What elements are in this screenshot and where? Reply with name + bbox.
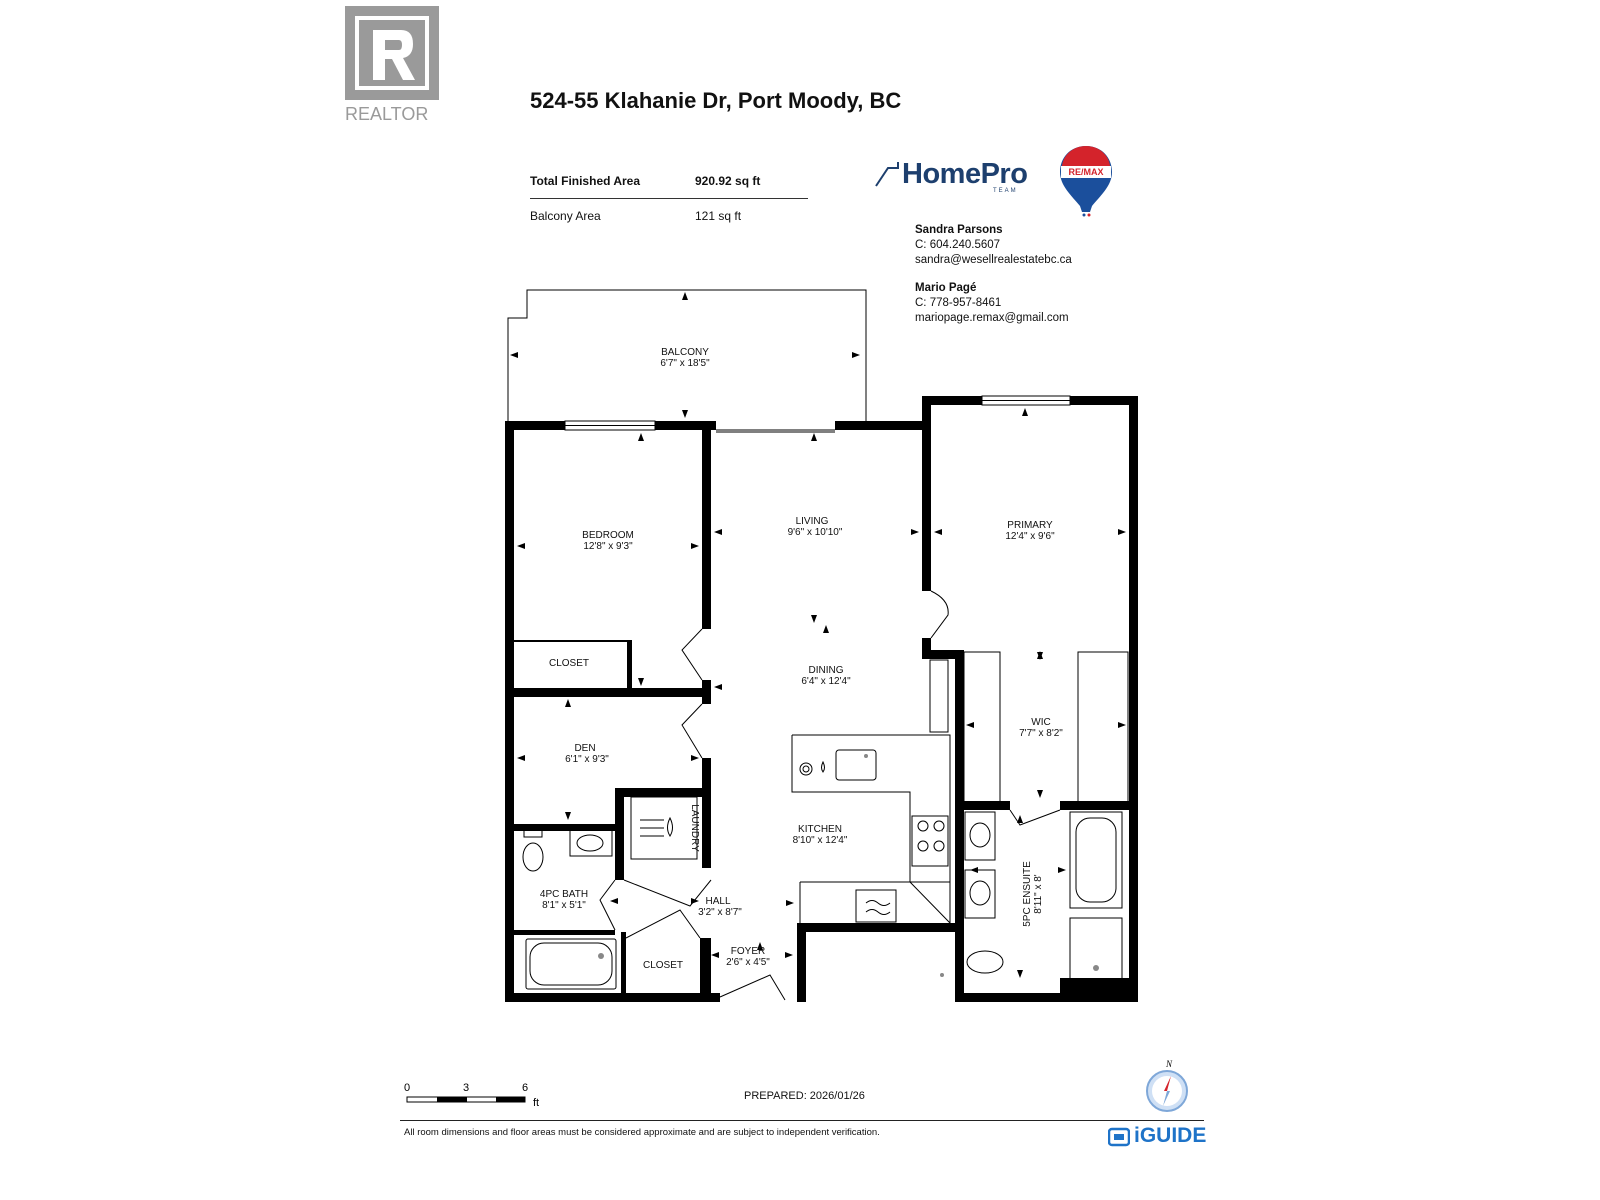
bathtub-icon [1075,817,1117,903]
agent-email[interactable]: sandra@wesellrealestatebc.ca [915,254,1072,266]
area-row: Total Finished Area 920.92 sq ft [530,170,808,199]
iguide-logo: iGUIDE [1108,1124,1208,1149]
room-label-wic: WIC [1031,717,1050,728]
room-dims-living: 9'6" x 10'10" [788,527,843,538]
room-label-den: DEN [574,743,595,754]
windows [564,395,1071,431]
homepro-name: HomePro [902,158,1028,190]
washer-icon [667,816,673,837]
shower-drain-icon [1093,965,1099,971]
agent-phone[interactable]: C: 604.240.5607 [915,239,1001,251]
room-label-5pc-ensuite: 5PC ENSUITE [1022,861,1033,927]
room-label-laundry: LAUNDRY [689,804,700,852]
room-dims-balcony: 6'7" x 18'5" [660,358,710,369]
room-label-kitchen: KITCHEN [798,824,842,835]
ensuite-sink-icon [969,822,991,848]
realtor-logo: REALTOR [345,6,439,124]
compass-icon: N [1142,1058,1192,1114]
room-dims-foyer: 2'6" x 4'5" [726,957,770,968]
tub-drain-icon [598,953,604,959]
agent-name: Sandra Parsons [915,224,1003,236]
scale-tick: 0 [404,1082,410,1094]
footer-divider [400,1120,1204,1121]
room-dims-primary: 12'4" x 9'6" [1005,531,1055,542]
scale-unit: ft [533,1097,539,1109]
agent-email[interactable]: mariopage.remax@gmail.com [915,312,1069,324]
fixtures-outlines [525,651,1129,990]
agent-name: Mario Pagé [915,282,977,294]
remax-text: RE/MAX [1068,167,1103,177]
remax-logo: RE/MAX [1058,144,1114,218]
agent-card: Sandra Parsons C: 604.240.5607 sandra@we… [915,223,1072,268]
area-table: Total Finished Area 920.92 sq ft Balcony… [530,170,808,227]
door-swings [599,590,1061,1001]
room-label-bedroom: BEDROOM [582,530,634,541]
toilet-icon [966,950,1004,974]
balcony-outline [507,289,867,424]
iguide-mark-icon [1108,1127,1130,1147]
room-label-living: LIVING [796,516,829,527]
homepro-logo: HomePro TEAM [874,156,1044,196]
disclaimer-text: All room dimensions and floor areas must… [404,1127,880,1138]
oven-icon [865,900,891,915]
water-drop-icon [821,760,825,773]
room-label-foyer: FOYER [731,946,765,957]
homepro-roof-icon [875,162,899,187]
room-dims-dining: 6'4" x 12'4" [801,676,851,687]
iguide-text: iGUIDE [1134,1124,1207,1147]
dryer-icon [640,819,664,837]
room-label-dining: DINING [809,665,844,676]
appliance-icons [522,749,1117,986]
kitchen-sink-icon [835,749,877,781]
bath-sink-icon [576,834,604,852]
room-label-4pc-bath: 4PC BATH [540,889,588,900]
room-dims-bedroom: 12'8" x 9'3" [583,541,633,552]
area-label: Total Finished Area [530,174,641,188]
scale-tick: 6 [522,1082,528,1094]
room-label-hall: HALL [705,896,730,907]
area-row: Balcony Area 121 sq ft [530,199,808,227]
prepared-date: PREPARED: 2026/01/26 [744,1090,865,1102]
room-label-primary: PRIMARY [1007,520,1053,531]
room-dims-kitchen: 8'10" x 12'4" [793,835,848,846]
area-value: 121 sq ft [695,209,742,223]
room-label-closet: CLOSET [643,960,683,971]
room-dims-wic: 7'7" x 8'2" [1019,728,1063,739]
scale-tick: 3 [463,1082,469,1094]
agent-card: Mario Pagé C: 778-957-8461 mariopage.rem… [915,281,1072,326]
area-label: Balcony Area [530,209,601,223]
area-value: 920.92 sq ft [695,174,761,188]
agent-contacts: Sandra Parsons C: 604.240.5607 sandra@we… [915,223,1072,339]
compass-north-label: N [1165,1059,1173,1069]
room-dims-hall: 3'2" x 8'7" [698,907,742,918]
room-label-closet: CLOSET [549,658,589,669]
stove-burner-icon [917,820,929,832]
dishwasher-icon [799,762,813,776]
bathtub-icon [529,942,613,986]
dimension-arrows [510,292,1126,978]
scale-bar: 0 3 6 ft [400,1080,550,1114]
room-dims-5pc-ensuite: 8'11" x 8' [1033,874,1044,914]
walls [505,396,1138,1002]
room-dims-4pc-bath: 8'1" x 5'1" [542,900,586,911]
agent-phone[interactable]: C: 778-957-8461 [915,297,1002,309]
toilet-icon [522,842,544,872]
room-label-balcony: BALCONY [661,347,709,358]
room-dims-den: 6'1" x 9'3" [565,754,609,765]
page-title: 524-55 Klahanie Dr, Port Moody, BC [530,88,902,113]
realtor-logo-text: REALTOR [345,104,428,124]
homepro-team: TEAM [993,188,1018,194]
